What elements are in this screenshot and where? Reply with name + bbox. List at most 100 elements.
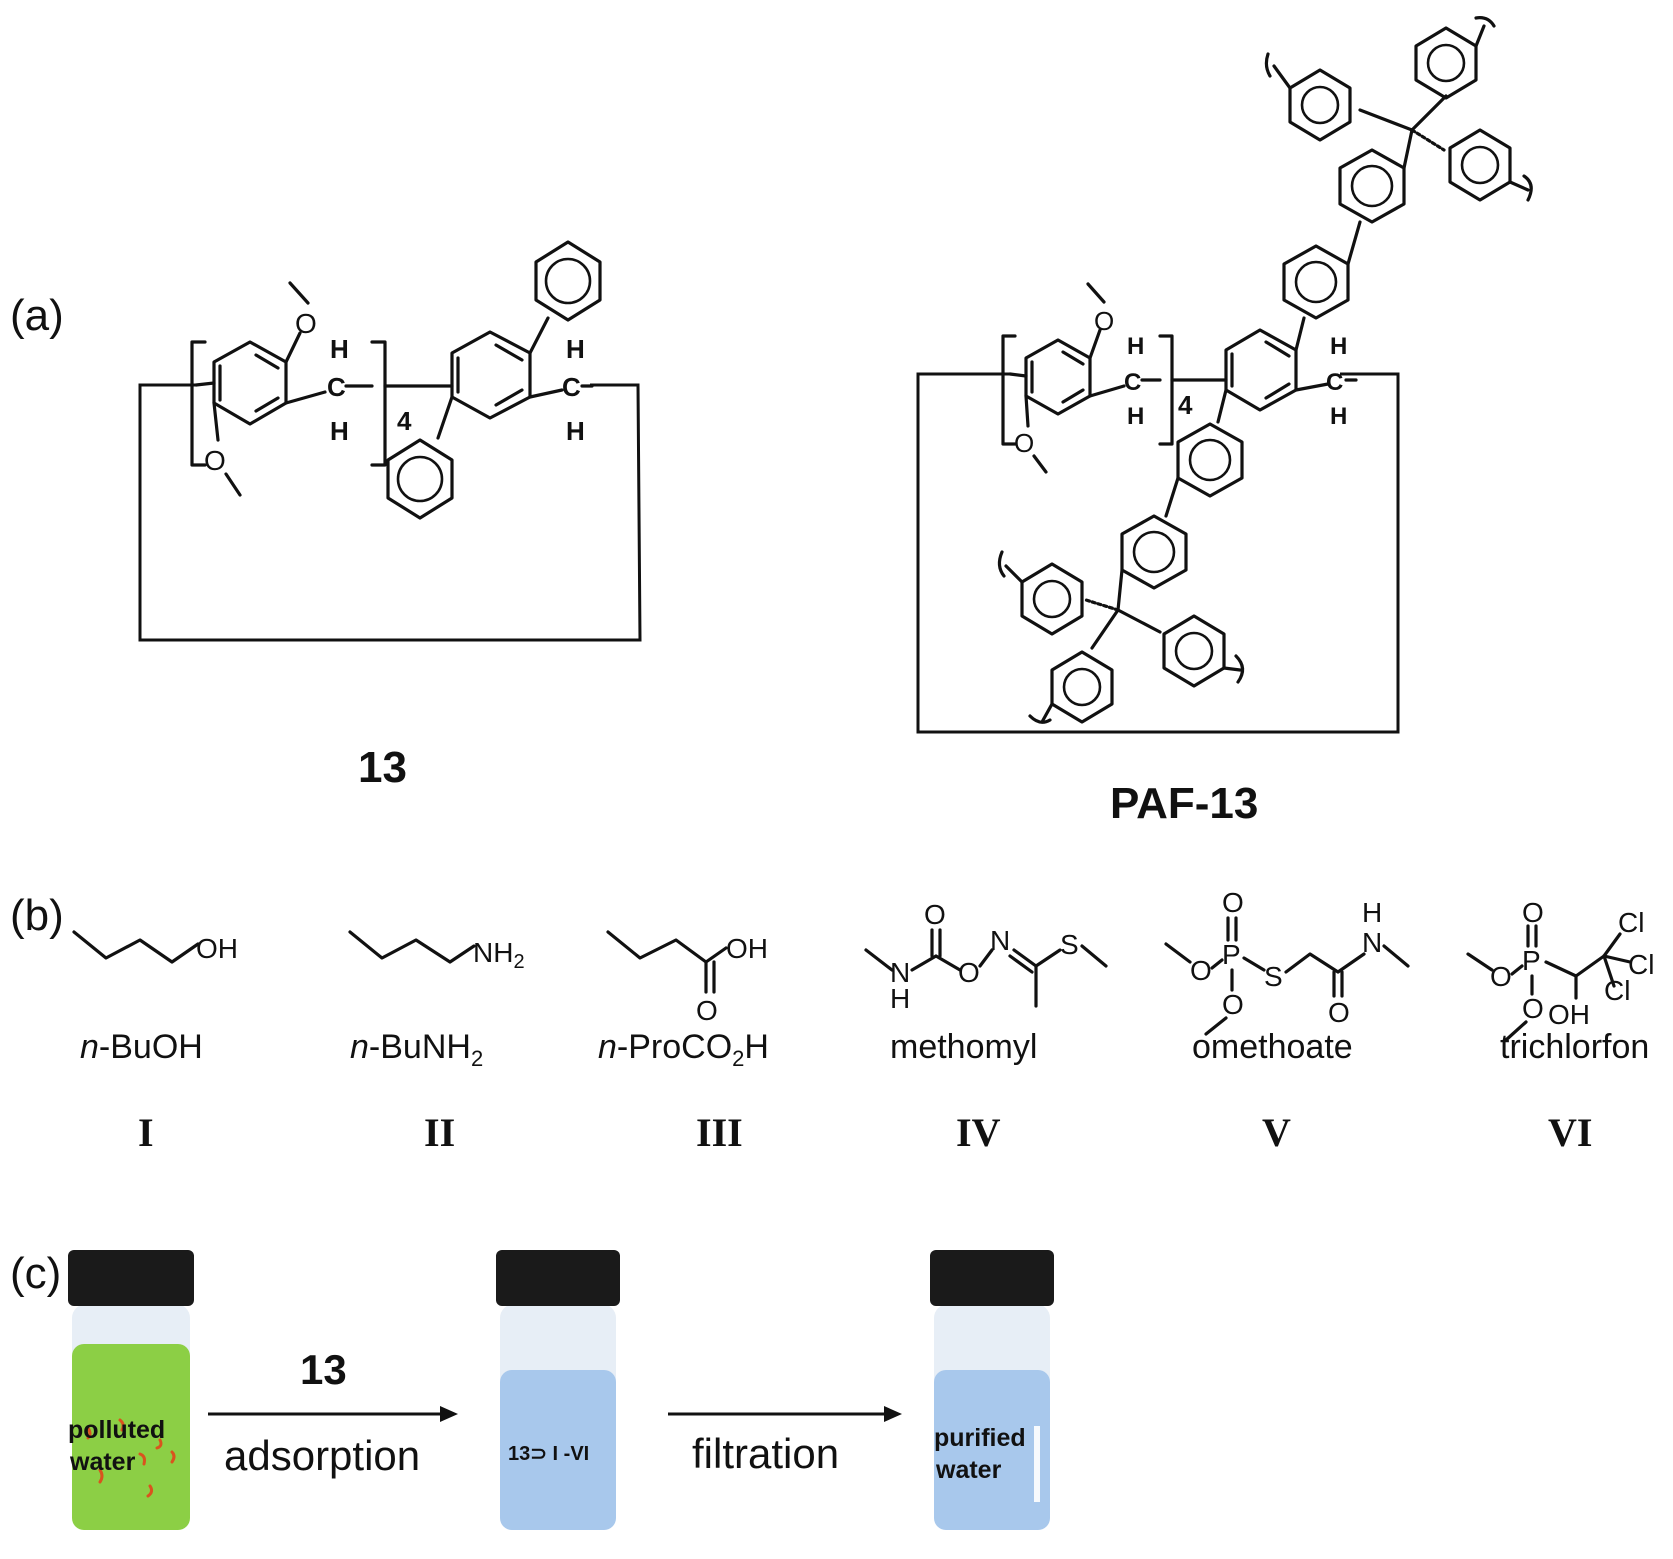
- vial3-text-line1: purified: [934, 1424, 1026, 1452]
- group-V-o2: O: [1190, 955, 1212, 986]
- dimethoxy-ring-paf13: [1024, 338, 1092, 416]
- group-IV-o2: O: [958, 957, 980, 988]
- pollutant-particles: [86, 1418, 176, 1498]
- vial3-highlight: [1034, 1426, 1040, 1502]
- group-IV-n2: N: [990, 925, 1010, 956]
- vial-liquid-clean-2: [500, 1370, 616, 1530]
- atom-h-end-top-13: H: [566, 334, 585, 364]
- structure-V: O P O O S O H N: [1164, 887, 1410, 1036]
- atom-h-end-bottom-13: H: [566, 416, 585, 446]
- panel-label-a: (a): [10, 291, 64, 340]
- atom-h-end-top-paf13: H: [1330, 333, 1347, 360]
- structure-III: OH O: [606, 930, 768, 1026]
- vial-cap-3: [930, 1250, 1054, 1306]
- vial3-text-line2: water: [935, 1456, 1002, 1484]
- name-IV: methomyl: [890, 1028, 1037, 1066]
- lower-biphenyl-ring1: [1176, 422, 1244, 498]
- atom-c-link-13: C: [327, 372, 346, 402]
- numeral-I: I: [138, 1110, 154, 1155]
- vial-purified: purified water: [930, 1250, 1054, 1530]
- structure-13: 4 O O C H H C H: [138, 240, 642, 642]
- repeat-count-paf13: 4: [1178, 390, 1193, 420]
- vial-cap-2: [496, 1250, 620, 1306]
- group-IV-o1: O: [924, 899, 946, 930]
- structure-VI: O P O O OH Cl Cl Cl: [1466, 897, 1654, 1042]
- name-V: omethoate: [1192, 1028, 1353, 1066]
- group-VI-cl2: Cl: [1628, 949, 1654, 980]
- vial1-text-line2: water: [69, 1448, 136, 1476]
- upper-ring-top: [1414, 26, 1478, 100]
- compound-13-label: 13: [358, 743, 407, 792]
- upper-ring-right: [1448, 128, 1512, 202]
- atom-o-bottom-paf13: O: [1014, 428, 1034, 458]
- group-III-oh: OH: [726, 933, 768, 964]
- atom-h-bottom-paf13: H: [1127, 403, 1144, 430]
- lower-biphenyl-ring2: [1120, 514, 1188, 590]
- vial-cap-1: [68, 1250, 194, 1306]
- central-ring-13: [450, 330, 532, 420]
- vial-polluted: polluted water: [68, 1250, 194, 1530]
- group-IV-h: H: [890, 983, 910, 1014]
- numeral-VI: VI: [1548, 1110, 1592, 1155]
- macrocycle-frame-paf13: [916, 372, 1400, 734]
- numeral-V: V: [1262, 1110, 1291, 1155]
- group-VI-o1: O: [1522, 897, 1544, 928]
- atom-c-end-paf13: C: [1326, 369, 1343, 396]
- upper-ring-left: [1288, 68, 1352, 142]
- atom-o-top-13: O: [295, 308, 317, 339]
- structure-paf13: 4 O O C H H C H H: [916, 16, 1533, 734]
- repeat-bracket-left-13: [190, 340, 207, 467]
- atom-h-top-paf13: H: [1127, 333, 1144, 360]
- structure-I: OH: [72, 930, 238, 964]
- lower-ring-left: [1020, 562, 1084, 636]
- group-V-o3: O: [1222, 989, 1244, 1020]
- group-V-s: S: [1264, 961, 1283, 992]
- dimethoxy-ring-13: [212, 340, 288, 426]
- phenyl-bottom-13: [386, 438, 454, 520]
- atom-h-end-bottom-paf13: H: [1330, 403, 1347, 430]
- arrow1-top-label: 13: [300, 1346, 347, 1393]
- group-V-p: P: [1222, 939, 1241, 970]
- vial-adsorption: 13⊃ I -VI: [496, 1250, 620, 1530]
- phenyl-top-13: [534, 240, 602, 322]
- atom-h-top-13: H: [330, 334, 349, 364]
- arrow2-bottom-label: filtration: [692, 1430, 839, 1477]
- upper-biphenyl-ring2: [1338, 148, 1406, 224]
- group-V-o1: O: [1222, 887, 1244, 918]
- repeat-count-13: 4: [397, 406, 412, 436]
- lower-ring-bottom: [1050, 650, 1114, 724]
- group-V-o4: O: [1328, 997, 1350, 1028]
- numeral-III: III: [696, 1110, 743, 1155]
- atom-o-bottom-13: O: [204, 445, 226, 476]
- arrow-filtration-head: [884, 1406, 902, 1422]
- panel-label-c: (c): [10, 1249, 61, 1298]
- group-IV-s: S: [1060, 929, 1079, 960]
- vial1-text-line1: polluted: [68, 1416, 165, 1444]
- atom-h-bottom-13: H: [330, 416, 349, 446]
- central-ring-paf13: [1224, 328, 1298, 412]
- vial-liquid-clean-3: [934, 1370, 1050, 1530]
- arrow1-bottom-label: adsorption: [224, 1432, 420, 1479]
- name-II: n-BuNH2: [350, 1028, 483, 1071]
- group-V-h: H: [1362, 897, 1382, 928]
- name-VI: trichlorfon: [1500, 1028, 1649, 1066]
- group-III-o: O: [696, 995, 718, 1026]
- group-VI-o2: O: [1490, 961, 1512, 992]
- atom-c-end-13: C: [562, 372, 581, 402]
- name-I: n-BuOH: [80, 1028, 203, 1066]
- group-VI-p: P: [1522, 945, 1541, 976]
- repeat-bracket-right-13: [370, 340, 387, 467]
- group-I-oh: OH: [196, 933, 238, 964]
- atom-c-link-paf13: C: [1124, 369, 1141, 396]
- group-IV-n: N: [890, 957, 910, 988]
- structure-II: NH2: [348, 930, 525, 973]
- macrocycle-frame-13: [138, 383, 642, 642]
- group-II-nh: NH2: [473, 937, 525, 973]
- name-III: n-ProCO2H: [598, 1028, 769, 1071]
- group-VI-oh: OH: [1548, 999, 1590, 1030]
- numeral-II: II: [424, 1110, 455, 1155]
- compound-paf13-label: PAF-13: [1110, 779, 1258, 828]
- arrow-adsorption-head: [440, 1406, 458, 1422]
- group-VI-cl1: Cl: [1618, 907, 1644, 938]
